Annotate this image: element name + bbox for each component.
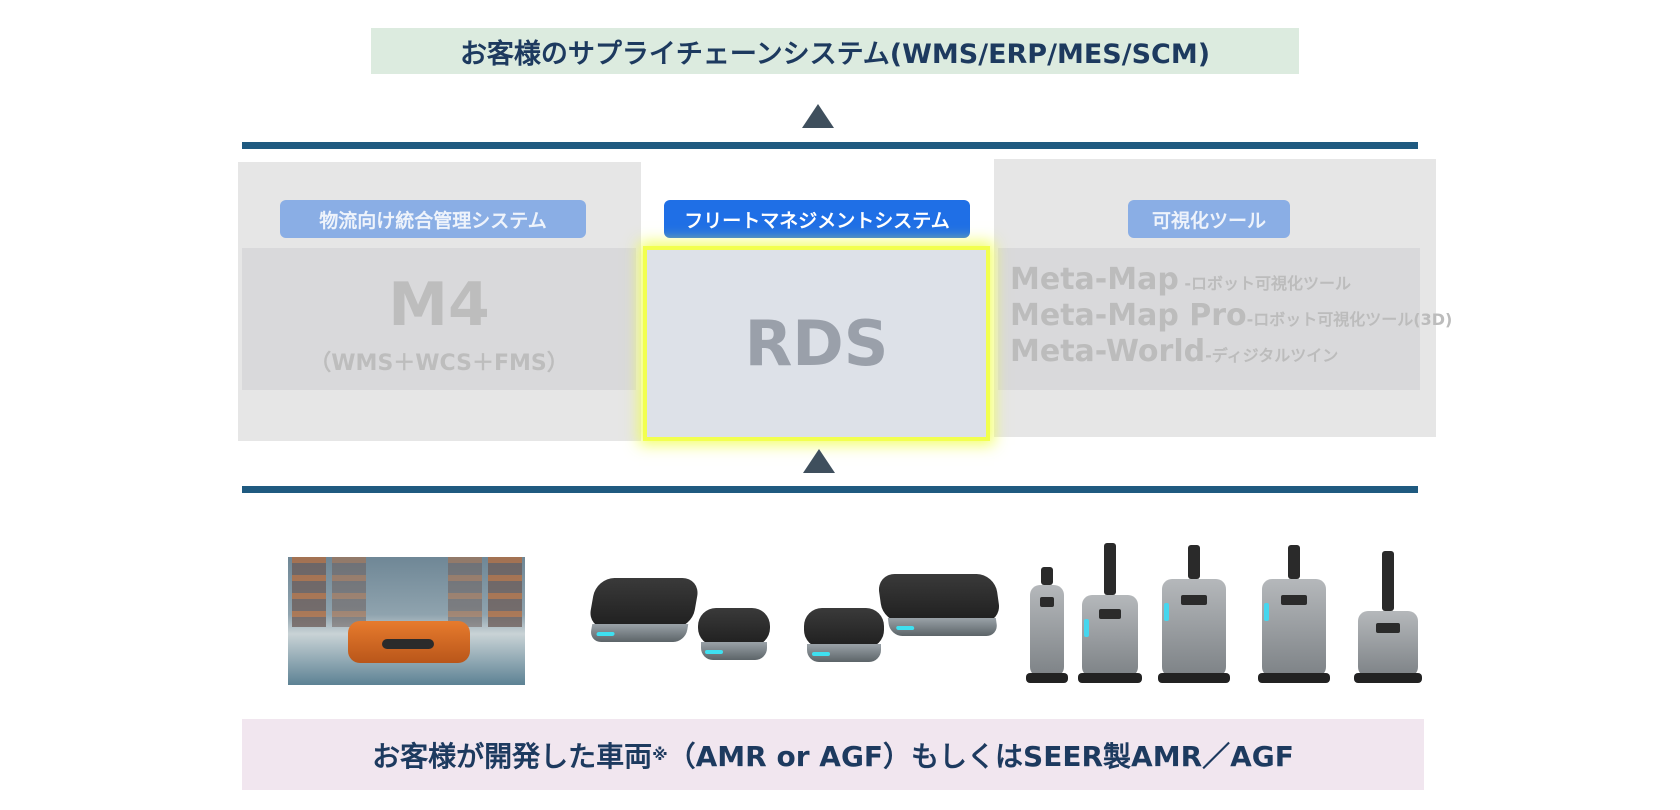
amr-robot-icon <box>587 578 701 642</box>
orange-robot-icon <box>348 621 470 663</box>
supply-chain-system-label: お客様のサプライチェーンシステム(WMS/ERP/MES/SCM) <box>459 38 1211 70</box>
visualization-inner-box <box>998 248 1420 390</box>
agf-robot-icon <box>1158 545 1230 683</box>
meta-map-line: Meta-Map -ロボット可視化ツール <box>1010 262 1351 297</box>
meta-map-name: Meta-Map <box>1010 262 1179 297</box>
logistics-management-pill: 物流向け統合管理システム <box>280 200 586 238</box>
rds-title: RDS <box>744 307 889 380</box>
m4-title: M4 <box>388 270 490 340</box>
visualization-panel: 可視化ツール Meta-Map -ロボット可視化ツール Meta-Map Pro… <box>994 159 1452 437</box>
meta-map-pro-name: Meta-Map Pro <box>1010 298 1247 333</box>
amr-robot-icon <box>804 608 884 662</box>
fleet-management-pill: フリートマネジメントシステム <box>664 200 970 238</box>
lower-divider-line <box>242 486 1418 493</box>
meta-map-pro-line: Meta-Map Pro-ロボット可視化ツール(3D) <box>1010 298 1452 333</box>
agf-robot-icon <box>1026 567 1068 683</box>
note-mark: ※ <box>652 745 668 764</box>
rds-box: RDS <box>643 246 990 441</box>
vehicle-types-text-before: お客様が開発した車両 <box>372 739 653 773</box>
upper-divider-line <box>242 142 1418 149</box>
seer-agf-group-image <box>1022 535 1426 685</box>
meta-world-name: Meta-World <box>1010 334 1206 369</box>
up-arrow-icon <box>802 104 834 128</box>
m4-inner-box <box>242 248 636 390</box>
agf-robot-icon <box>1258 545 1330 683</box>
up-arrow-icon-lower <box>803 449 835 473</box>
supply-chain-system-banner: お客様のサプライチェーンシステム(WMS/ERP/MES/SCM) <box>371 28 1299 74</box>
fleet-management-label: フリートマネジメントシステム <box>684 209 950 232</box>
amr-robot-icon <box>698 608 770 660</box>
customer-vehicle-photo <box>288 557 525 685</box>
m4-panel: 物流向け統合管理システム M4 （WMS＋WCS＋FMS） <box>238 162 641 441</box>
agf-robot-icon <box>1354 551 1422 683</box>
visualization-tool-pill: 可視化ツール <box>1128 200 1290 238</box>
visualization-tool-label: 可視化ツール <box>1151 209 1266 232</box>
meta-map-desc: -ロボット可視化ツール <box>1178 274 1352 293</box>
meta-world-line: Meta-World-ディジタルツイン <box>1010 334 1338 369</box>
agf-robot-icon <box>1078 543 1142 683</box>
m4-subtitle: （WMS＋WCS＋FMS） <box>309 351 569 376</box>
meta-world-desc: -ディジタルツイン <box>1205 346 1339 365</box>
vehicle-types-banner: お客様が開発した車両※（AMR or AGF）もしくはSEER製AMR／AGF <box>242 719 1424 790</box>
logistics-management-label: 物流向け統合管理システム <box>319 209 547 232</box>
vehicle-types-text-after: （AMR or AGF）もしくはSEER製AMR／AGF <box>667 739 1294 773</box>
seer-amr-group-image <box>587 560 1008 680</box>
meta-map-pro-desc: -ロボット可視化ツール(3D) <box>1246 310 1453 329</box>
amr-robot-icon <box>876 574 1002 636</box>
